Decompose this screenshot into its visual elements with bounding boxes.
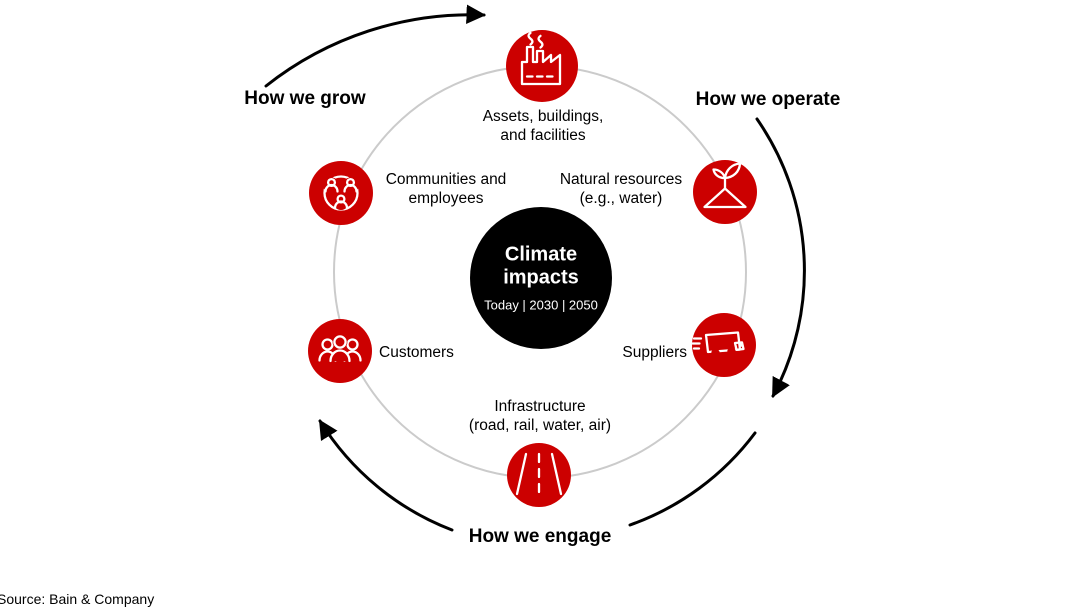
node-circle — [506, 30, 578, 102]
label-line: (road, rail, water, air) — [468, 417, 612, 435]
label-line: Customers — [379, 344, 454, 361]
label-line: (e.g., water) — [579, 190, 663, 208]
label-line: Infrastructure — [494, 398, 586, 415]
label-customers: Customers — [379, 343, 454, 362]
label-infrastructure: Infrastructure (road, rail, water, air) — [469, 397, 611, 436]
center-circle — [470, 207, 612, 349]
community-network-icon — [323, 175, 359, 211]
cycle-arrow-bottom-right — [628, 431, 757, 527]
node-circle — [693, 160, 757, 224]
sprout-icon — [703, 162, 747, 209]
node-communities-employees — [309, 161, 373, 225]
center-hub-text: Climate impacts Today | 2030 | 2050 — [466, 244, 616, 313]
road-icon — [515, 452, 563, 496]
label-communities-employees: Communities and employees — [386, 170, 507, 209]
factory-icon — [520, 31, 562, 86]
node-suppliers — [691, 313, 756, 377]
label-natural-resources: Natural resources (e.g., water) — [560, 170, 682, 209]
cycle-arrow-right — [755, 117, 806, 398]
hub-title-line: Climate — [504, 243, 578, 266]
hub-subtitle: Today | 2030 | 2050 — [484, 297, 598, 313]
node-circle — [692, 313, 756, 377]
cycle-arrow-top-left — [264, 4, 486, 88]
people-group-icon — [318, 334, 362, 363]
node-assets-buildings-facilities — [506, 30, 578, 102]
hub-title-line: impacts — [503, 266, 579, 289]
phase-label-grow: How we grow — [244, 88, 366, 109]
label-assets-buildings-facilities: Assets, buildings, and facilities — [483, 107, 604, 146]
source-attribution: Source: Bain & Company — [0, 591, 155, 607]
label-line: Suppliers — [622, 344, 687, 361]
node-infrastructure — [507, 443, 571, 507]
label-line: Assets, buildings, — [482, 108, 604, 125]
node-customers — [308, 319, 372, 383]
label-line: employees — [408, 190, 484, 208]
hub-title: Climate impacts — [466, 244, 616, 290]
label-line: Natural resources — [559, 171, 683, 188]
label-line: and facilities — [500, 127, 586, 145]
phase-label-engage: How we engage — [468, 526, 612, 547]
cycle-arrow-bottom-left — [318, 419, 454, 532]
label-suppliers: Suppliers — [622, 343, 687, 362]
node-circle — [309, 161, 373, 225]
phase-label-operate: How we operate — [695, 89, 841, 110]
label-line: Communities and — [385, 171, 507, 188]
node-natural-resources — [693, 160, 757, 224]
delivery-truck-icon — [691, 331, 745, 358]
